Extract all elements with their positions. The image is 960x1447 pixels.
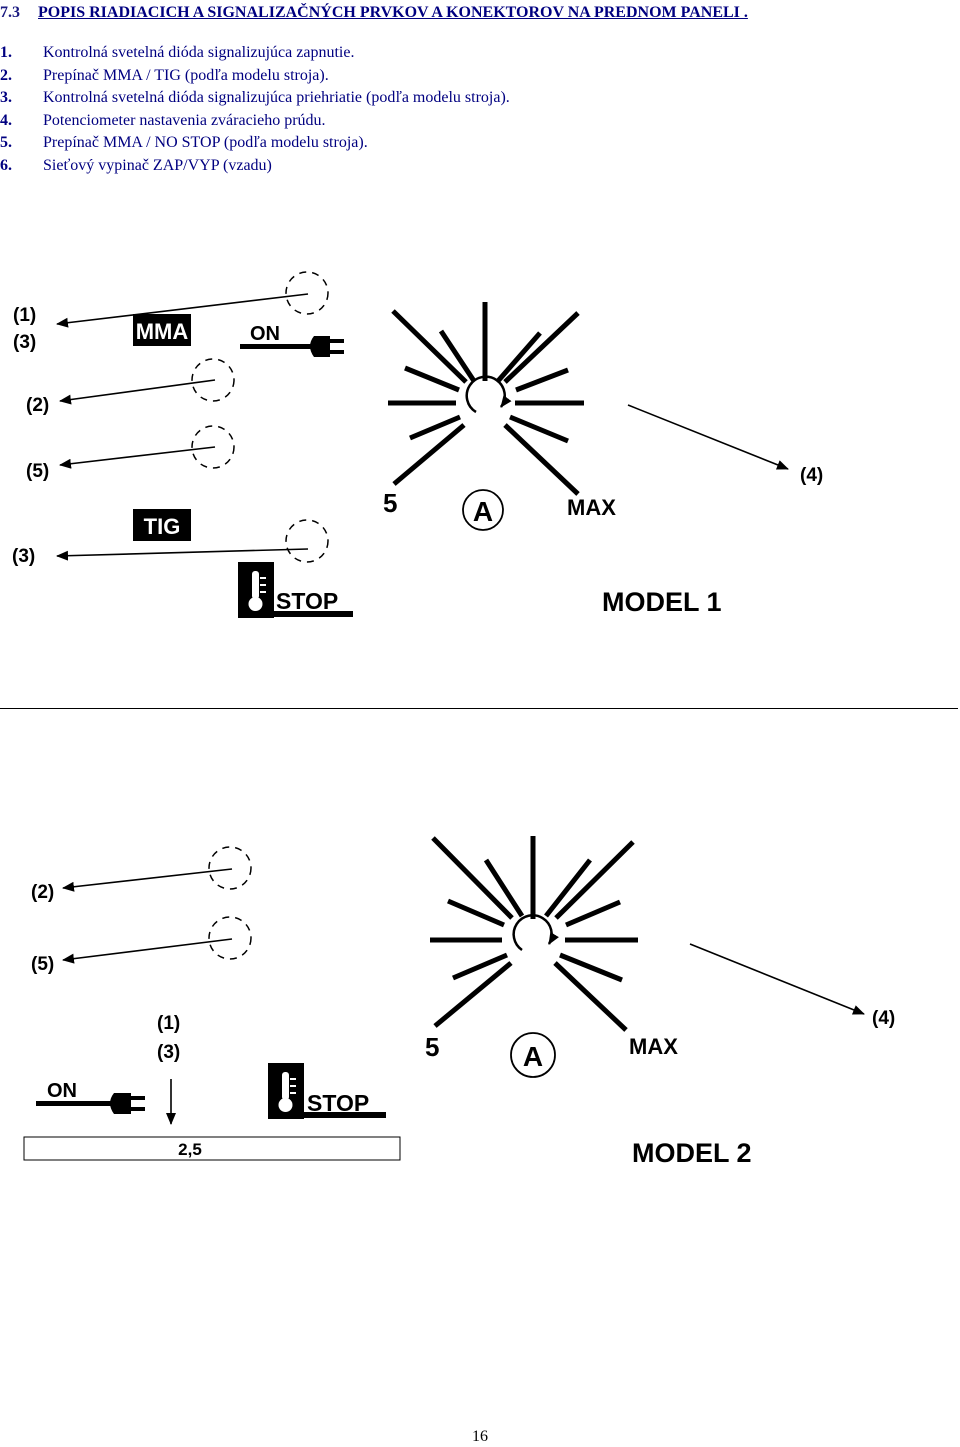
arrow-3-icon [56,548,309,561]
mma-badge [133,314,191,346]
current-potentiometer-icon [430,836,638,1032]
list-item: 6.Sieťový vypinač ZAP/VYP (vzadu) [0,156,272,174]
switch-2-indicator-icon [191,358,235,402]
current-potentiometer-icon [388,302,584,496]
led-3-indicator-icon [285,519,329,563]
arrow-5-icon [62,938,233,964]
model-2-label: MODEL 2 [632,1138,752,1168]
arrow-4-icon [627,404,789,470]
list-item: 3.Kontrolná svetelná dióda signalizujúca… [0,89,510,106]
callout-2: (2) [31,882,54,903]
model-1-label: MODEL 1 [602,587,722,617]
arrow-4-icon [689,943,865,1015]
list-item: 1.Kontrolná svetelná dióda signalizujúca… [0,44,355,61]
arrow-1-3-icon [56,293,309,328]
callout-2: (2) [26,395,49,416]
list-item: 2.Prepínač MMA / TIG (podľa modelu stroj… [0,66,329,84]
unit-label: A [473,496,493,527]
knob-rotation-icon [512,914,559,952]
callout-5: (5) [26,461,49,482]
knob-rotation-icon [465,375,512,414]
callout-5: (5) [31,954,54,975]
section-title: POPIS RIADIACICH A SIGNALIZAČNÝCH PRVKOV… [38,4,748,21]
unit-label: A [523,1041,543,1072]
callout-1: (1) [157,1013,180,1034]
max-label: MAX [567,495,616,520]
stop-label: STOP [307,1090,369,1116]
on-label: ON [250,323,280,345]
section-separator [0,708,958,709]
thermometer-icon [268,1063,386,1119]
max-label: MAX [629,1034,678,1059]
mma-label: MMA [136,319,189,344]
tig-badge [133,509,191,541]
arrow-2-icon [62,868,233,892]
on-label: ON [47,1080,77,1102]
power-plug-icon [36,1093,145,1114]
model-2-diagram: (2) (5) (1) (3) (4) ON STOP 2,5 [23,836,895,1168]
callout-3: (3) [157,1042,180,1063]
section-heading: 7.3 POPIS RIADIACICH A SIGNALIZAČNÝCH PR… [0,4,748,22]
tig-label: TIG [144,514,181,539]
led-1-indicator-icon [285,271,329,315]
switch-5-indicator-icon [208,916,252,960]
switch-2-indicator-icon [208,846,252,890]
thermometer-icon [238,562,353,618]
stop-label: STOP [276,588,338,614]
min-label: 5 [425,1032,439,1062]
switch-5-indicator-icon [191,425,235,469]
ampere-symbol [462,489,504,531]
callout-4: (4) [800,465,823,486]
min-label: 5 [383,488,397,518]
section-number: 7.3 [0,4,20,21]
list-item: 5.Prepínač MMA / NO STOP (podľa modelu s… [0,134,368,151]
callout-4: (4) [872,1008,895,1029]
power-plug-icon [240,336,344,357]
arrow-5-icon [59,446,216,469]
bar-value: 2,5 [178,1140,202,1159]
model-1-diagram: (1) (3) (2) (5) (3) (4) MMA ON TIG [12,271,823,618]
arrow-2-icon [59,379,216,405]
callout-1: (1) [13,305,36,326]
callout-3: (3) [12,546,35,567]
ampere-symbol [510,1032,556,1078]
value-bar [23,1136,401,1161]
callout-3: (3) [13,332,36,353]
list-item: 4.Potenciometer nastavenia zváracieho pr… [0,111,326,129]
item-list: 1.Kontrolná svetelná dióda signalizujúca… [0,42,510,177]
page-number: 16 [472,1428,488,1445]
